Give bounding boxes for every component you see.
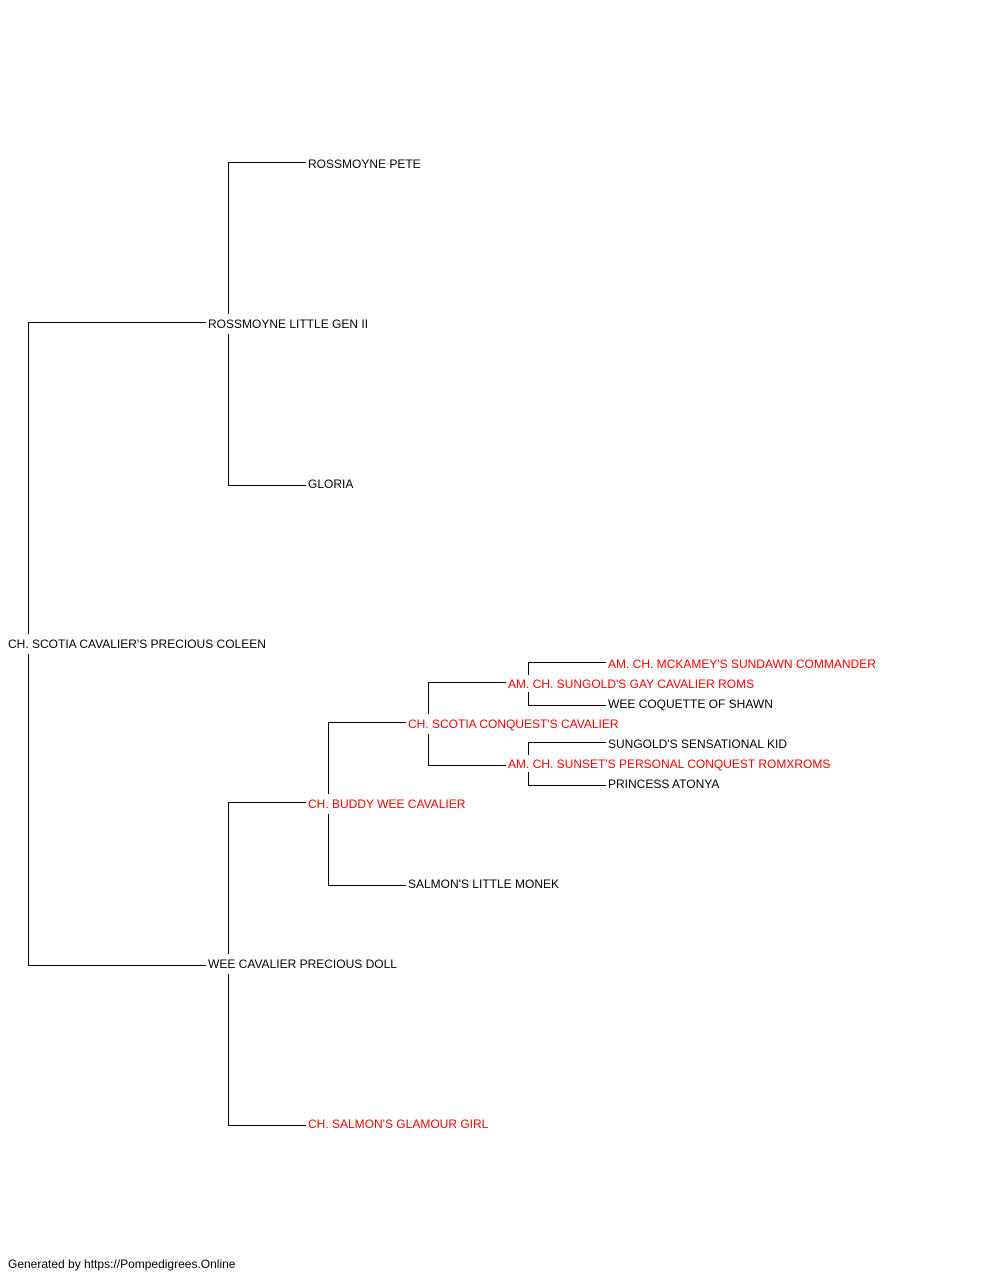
dog-subject[interactable]: CH. SCOTIA CAVALIER'S PRECIOUS COLEEN (8, 637, 266, 651)
connector-sire (228, 162, 306, 486)
dog-sire-sire[interactable]: ROSSMOYNE PETE (308, 157, 421, 171)
dog-dam-sire-sire-sire-dam[interactable]: WEE COQUETTE OF SHAWN (608, 697, 773, 711)
connector-dam (228, 802, 306, 1126)
connector-dam-sire-sire-dam (528, 742, 606, 786)
dog-dam-sire[interactable]: CH. BUDDY WEE CAVALIER (308, 797, 466, 811)
dog-dam-dam[interactable]: CH. SALMON'S GLAMOUR GIRL (308, 1117, 489, 1131)
connector-dam-sire-sire (428, 682, 506, 766)
connector-dam-sire-sire-sire (528, 662, 606, 706)
connector-dam-sire (328, 722, 406, 886)
dog-dam-sire-sire-dam-dam[interactable]: PRINCESS ATONYA (608, 777, 720, 791)
dog-dam-sire-sire-sire-sire[interactable]: AM. CH. MCKAMEY'S SUNDAWN COMMANDER (608, 657, 876, 671)
dog-dam-sire-dam[interactable]: SALMON'S LITTLE MONEK (408, 877, 559, 891)
dog-dam-sire-sire-dam[interactable]: AM. CH. SUNSET'S PERSONAL CONQUEST ROMXR… (508, 757, 831, 771)
dog-dam-sire-sire-sire[interactable]: AM. CH. SUNGOLD'S GAY CAVALIER ROMS (508, 677, 755, 691)
dog-dam[interactable]: WEE CAVALIER PRECIOUS DOLL (208, 957, 397, 971)
dog-dam-sire-sire-dam-sire[interactable]: SUNGOLD'S SENSATIONAL KID (608, 737, 787, 751)
dog-sire-dam[interactable]: GLORIA (308, 477, 354, 491)
footer-credit: Generated by https://Pompedigrees.Online (8, 1257, 236, 1271)
dog-sire[interactable]: ROSSMOYNE LITTLE GEN II (208, 317, 369, 331)
connector-root (28, 322, 206, 966)
dog-dam-sire-sire[interactable]: CH. SCOTIA CONQUEST'S CAVALIER (408, 717, 619, 731)
